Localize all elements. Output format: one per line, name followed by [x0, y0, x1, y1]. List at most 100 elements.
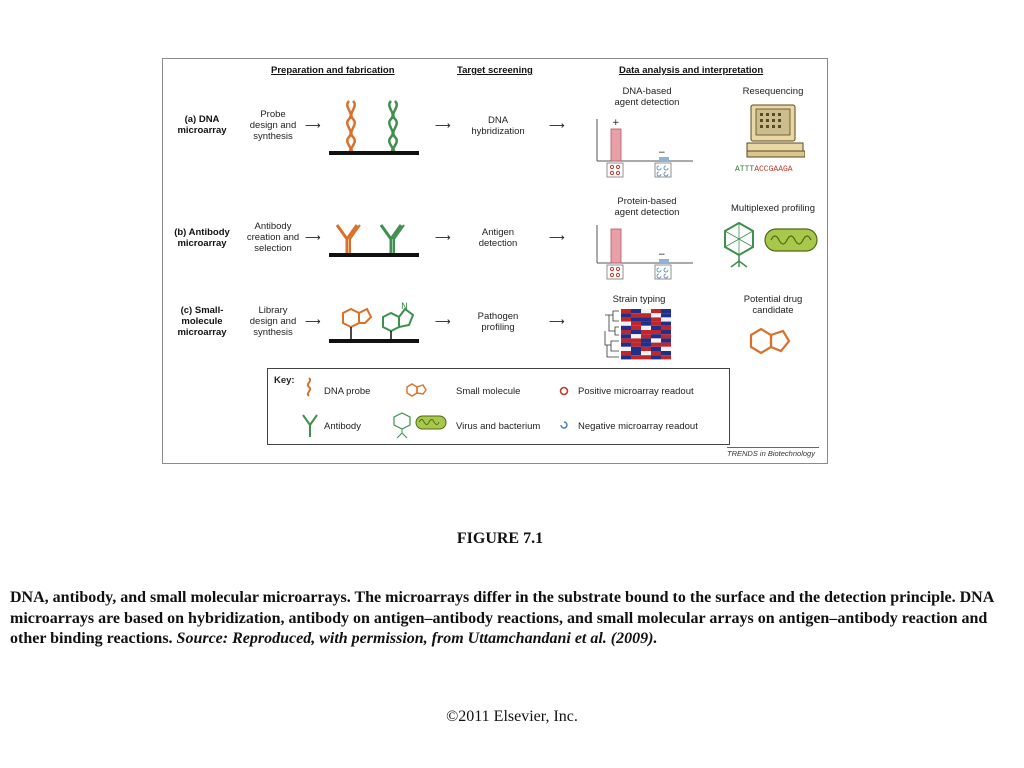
- heatmap-cell: [631, 346, 641, 351]
- heatmap-cell: [661, 313, 671, 318]
- heatmap-cell: [621, 334, 631, 339]
- heatmap-cell: [621, 346, 631, 351]
- key-negative-readout: Negative microarray readout: [578, 421, 698, 432]
- heatmap-cell: [661, 351, 671, 356]
- heatmap-cell: [651, 309, 661, 314]
- sequence-part-1: ATTT: [735, 165, 755, 174]
- header-target-screening: Target screening: [457, 65, 533, 76]
- dna-detection-bar-chart: + −: [596, 118, 693, 178]
- positive-readout-key-icon: [559, 386, 569, 396]
- arrow-icon: ⟶: [435, 120, 451, 132]
- arrow-icon: ⟶: [549, 120, 565, 132]
- row-c-label: (c) Small- molecule microarray: [177, 305, 227, 338]
- key-virus-bacterium: Virus and bacterium: [456, 421, 541, 432]
- row-a-step2: DNA hybridization: [471, 115, 525, 137]
- small-molecule-key-icon: [406, 383, 427, 397]
- row-c-step1: Library design and synthesis: [249, 305, 297, 338]
- negative-readout-key-icon: [560, 421, 568, 429]
- credit-divider: [727, 447, 819, 448]
- heatmap-cell: [641, 313, 651, 318]
- heatmap-cell: [631, 321, 641, 326]
- row-c-step2: Pathogen profiling: [477, 311, 519, 333]
- heatmap-cell: [621, 338, 631, 343]
- key-positive-readout: Positive microarray readout: [578, 386, 694, 397]
- virus-bacterium-icon: [724, 221, 818, 268]
- heatmap-cell: [651, 346, 661, 351]
- heatmap-cell: [621, 355, 631, 360]
- heatmap-cell: [641, 338, 651, 343]
- row-a-step1: Probe design and synthesis: [249, 109, 297, 142]
- arrow-icon: ⟶: [305, 316, 321, 328]
- heatmap-cell: [641, 325, 651, 330]
- row-a-analysis1: DNA-based agent detection: [614, 86, 680, 108]
- row-b-step1: Antibody creation and selection: [246, 221, 300, 254]
- key-dna-probe: DNA probe: [324, 386, 371, 397]
- heatmap-cell: [641, 334, 651, 339]
- heatmap-cell: [621, 309, 631, 314]
- heatmap-cell: [661, 355, 671, 360]
- heatmap-cell: [661, 325, 671, 330]
- heatmap-cell: [631, 355, 641, 360]
- arrow-icon: ⟶: [305, 120, 321, 132]
- sequence-readout: ATTTACCGAAGA: [735, 165, 793, 174]
- arrow-icon: ⟶: [549, 232, 565, 244]
- row-a-label: (a) DNA microarray: [177, 114, 227, 136]
- figure-title: FIGURE 7.1: [456, 530, 544, 547]
- heatmap-cell: [661, 309, 671, 314]
- row-b-analysis1: Protein-based agent detection: [614, 196, 680, 218]
- heatmap-cell: [631, 313, 641, 318]
- antibody-array-icon: [329, 224, 419, 257]
- heatmap-cell: [641, 317, 651, 322]
- heatmap-cell: [621, 351, 631, 356]
- heatmap-cell: [631, 330, 641, 335]
- heatmap-cell: [641, 346, 651, 351]
- heatmap-cell: [651, 338, 661, 343]
- heatmap-cell: [661, 334, 671, 339]
- heatmap-cell: [631, 334, 641, 339]
- figure-caption: DNA, antibody, and small molecular micro…: [10, 588, 1022, 650]
- key-title: Key:: [274, 375, 295, 386]
- virus-bacterium-key-icon: [393, 412, 447, 439]
- heatmap-cell: [621, 321, 631, 326]
- copyright-notice: ©2011 Elsevier, Inc.: [446, 708, 578, 725]
- protein-detection-bar-chart: −: [596, 225, 693, 280]
- heatmap-cell: [651, 313, 661, 318]
- heatmap-cell: [661, 321, 671, 326]
- heatmap-cell: [631, 338, 641, 343]
- sequence-part-2: ACCGAAGA: [754, 165, 793, 174]
- arrow-icon: ⟶: [305, 232, 321, 244]
- heatmap-cell: [631, 317, 641, 322]
- small-molecule-array-icon: N: [329, 302, 419, 343]
- row-b-label: (b) Antibody microarray: [174, 227, 230, 249]
- heatmap-cell: [621, 325, 631, 330]
- minus-label: −: [658, 148, 666, 158]
- heatmap-cell: [631, 351, 641, 356]
- row-a-analysis2: Resequencing: [742, 86, 804, 97]
- key-antibody: Antibody: [324, 421, 361, 432]
- header-preparation: Preparation and fabrication: [271, 65, 395, 76]
- heatmap-cell: [651, 321, 661, 326]
- caption-main: DNA, antibody, and small molecular micro…: [10, 589, 994, 647]
- plus-label: +: [612, 118, 620, 128]
- heatmap-cell: [661, 330, 671, 335]
- caption-source: Source: Reproduced, with permission, fro…: [176, 630, 658, 647]
- heatmap-cell: [641, 351, 651, 356]
- minus-label: −: [658, 250, 666, 260]
- antibody-key-icon: [302, 414, 318, 437]
- heatmap-cell: [621, 330, 631, 335]
- heatmap-cell: [651, 325, 661, 330]
- arrow-icon: ⟶: [435, 232, 451, 244]
- heatmap-cell: [661, 338, 671, 343]
- heatmap-cell: [631, 325, 641, 330]
- heatmap-cell: [621, 313, 631, 318]
- key-small-molecule: Small molecule: [456, 386, 521, 397]
- heatmap-cell: [661, 342, 671, 347]
- heatmap-cell: [661, 317, 671, 322]
- strain-typing-heatmap: [604, 309, 671, 360]
- microarray-figure: Preparation and fabrication Target scree…: [162, 58, 828, 464]
- arrow-icon: ⟶: [435, 316, 451, 328]
- heatmap-cell: [631, 342, 641, 347]
- arrow-icon: ⟶: [549, 316, 565, 328]
- heatmap-cell: [641, 330, 651, 335]
- heatmap-cell: [631, 309, 641, 314]
